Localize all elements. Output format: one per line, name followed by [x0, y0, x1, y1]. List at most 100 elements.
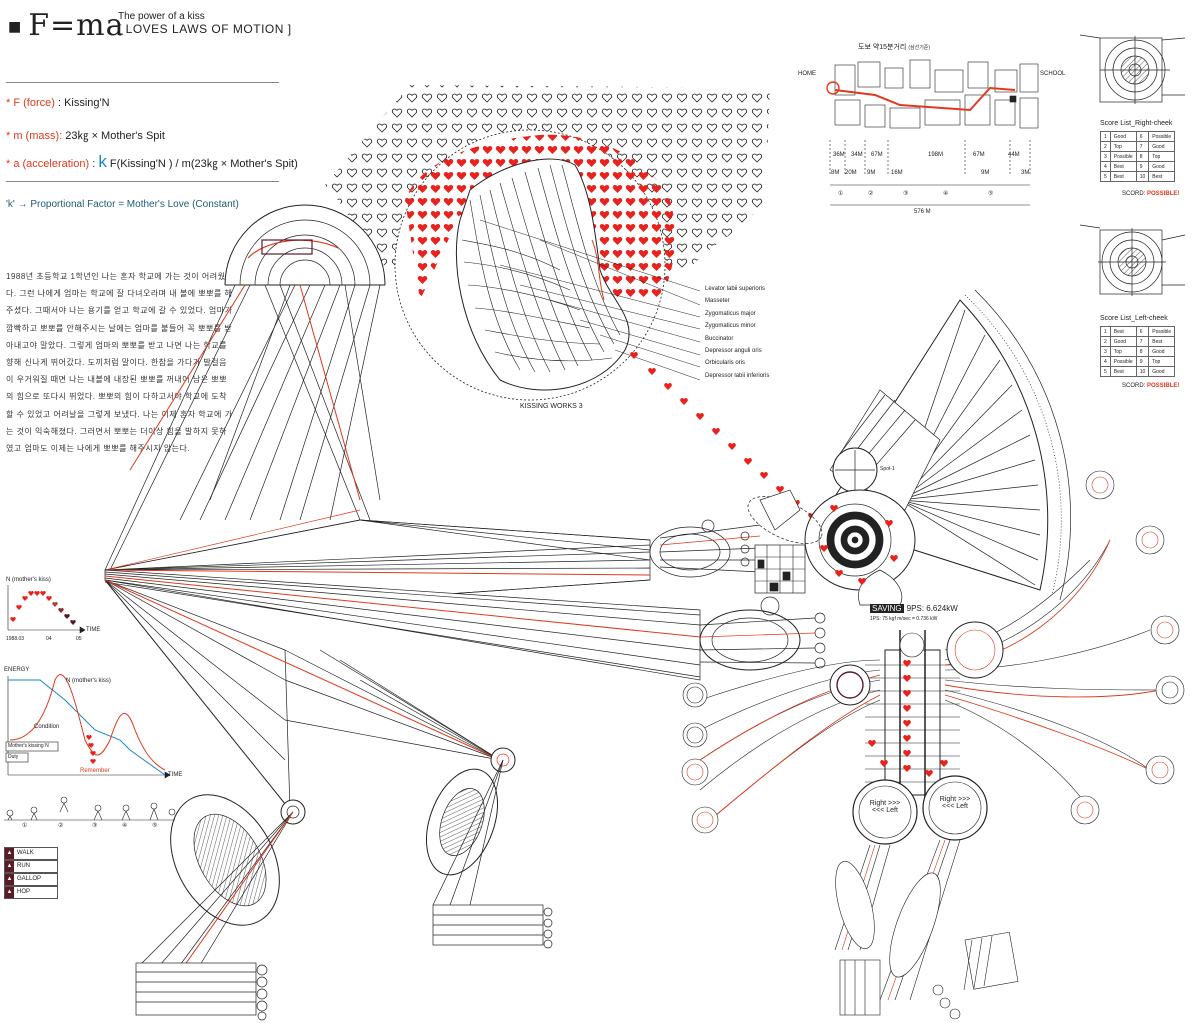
score-cell: 4	[1100, 356, 1111, 367]
caption-text: KISSING WORKS	[520, 403, 577, 410]
energy-series-1: N (mother's kiss)	[66, 678, 111, 684]
score-cell: Best	[1109, 161, 1137, 172]
gait-step: ⑤	[152, 823, 158, 829]
score-cell: 8	[1135, 151, 1150, 162]
muscle-label: Buccinator	[705, 335, 734, 342]
divider-top	[6, 82, 279, 83]
right-left-pad-1[interactable]: Right >>> <<< Left	[857, 800, 913, 814]
accel-k: k	[98, 152, 107, 171]
map-dim: 3M	[1021, 170, 1030, 176]
score-cell: 10	[1135, 171, 1150, 182]
legend-gallop: ▲GALLOP	[4, 873, 58, 886]
energy-legend-2: Duty	[8, 754, 19, 760]
score-cell: 5	[1100, 366, 1111, 377]
score-cell: Good	[1148, 346, 1176, 357]
formula-mass: * m (mass): 23㎏ × Mother's Spit	[6, 127, 165, 143]
muscle-label: Masseter	[705, 298, 730, 305]
score-cell: Top	[1109, 141, 1137, 152]
muscle-label: Zygomaticus major	[705, 310, 756, 317]
gait-step: ③	[92, 823, 98, 829]
gait-step: ②	[58, 823, 64, 829]
score-cell: Best	[1148, 336, 1176, 347]
map-dim: 67M	[871, 152, 883, 158]
score-cell: 9	[1135, 161, 1150, 172]
score-cell: 9	[1135, 356, 1150, 367]
score-cell: 2	[1100, 336, 1111, 347]
score-cell: Good	[1148, 366, 1176, 377]
kissing-works-caption: KISSING WORKS 3	[520, 403, 583, 410]
legend-run: ▲RUN	[4, 860, 58, 873]
map-dim: 20M	[845, 170, 857, 176]
muscle-label: Depressor labii inferioris	[705, 372, 770, 379]
map-section: ②	[868, 191, 874, 197]
score-cell: Best	[1109, 326, 1137, 337]
score-cell: 1	[1100, 326, 1111, 337]
subtitle-line-2: [ LOVES LAWS OF MOTION ]	[118, 22, 292, 36]
caption-num: 3	[578, 403, 583, 410]
muscle-label: Levator labii superioris	[705, 286, 766, 292]
kiss-chart	[7, 585, 86, 634]
target-mechanism	[747, 289, 1071, 606]
map-dim: 67M	[973, 152, 985, 158]
score-cell: Good	[1109, 336, 1137, 347]
gait-step: ①	[22, 823, 28, 829]
score-cell: 2	[1100, 141, 1111, 152]
pad-line-2: <<< Left	[942, 803, 968, 810]
gait-strip	[4, 796, 176, 821]
map-dim: 34M	[851, 152, 863, 158]
runner-figure	[104, 204, 826, 1021]
saving-tag: SAVING	[870, 604, 904, 613]
score-cell: 5	[1100, 171, 1111, 182]
page-title: ■F=ma	[8, 8, 125, 43]
story-text: 1988년 초등학교 1학년인 나는 혼자 학교에 가는 것이 어려웠다. 그런…	[6, 272, 233, 454]
muscle-labels: Levator labii superioris Masseter Zygoma…	[705, 286, 769, 385]
spot-label: Spot-1	[880, 466, 895, 472]
kiss-chart-tick: 1988.03	[6, 636, 25, 642]
score-cell: Possible	[1148, 131, 1176, 142]
muscle-label: Zygomaticus minor	[705, 323, 756, 330]
pad-line-1: Right >>>	[869, 800, 901, 807]
score-cell: Best	[1148, 171, 1176, 182]
score-cell: Possible	[1109, 356, 1137, 367]
score-right-result: SCORD: POSSIBLE!	[1122, 191, 1179, 197]
divider-mid	[6, 181, 279, 182]
map-dim: 9M	[981, 170, 990, 176]
force-value: : Kissing'N	[54, 97, 110, 109]
score-cell: Possible	[1148, 326, 1176, 337]
scord-label: SCORD:	[1122, 191, 1146, 197]
right-left-pad-2[interactable]: Right >>> <<< Left	[927, 796, 983, 810]
mass-value: 23㎏ × Mother's Spit	[62, 130, 165, 142]
formula-acceleration: * a (acceleration) : k F(Kissing'N ) / m…	[6, 152, 298, 172]
score-cell: Top	[1109, 346, 1137, 357]
score-cell: 7	[1135, 141, 1150, 152]
gait-step: ④	[122, 823, 128, 829]
hop-icon: ▲	[5, 887, 14, 898]
score-cell: 3	[1100, 346, 1111, 357]
route-map	[826, 54, 1041, 206]
force-label: * F (force)	[6, 97, 55, 109]
formula-force: * F (force) : Kissing'N	[6, 97, 110, 109]
score-cell: Possible	[1109, 151, 1137, 162]
accel-value: F(Kissing'N ) / m(23㎏ × Mother's Spit)	[106, 158, 298, 170]
score-cell: 10	[1135, 366, 1150, 377]
energy-legend-1: Mother's kissing N	[8, 743, 49, 749]
score-cell: Best	[1109, 366, 1137, 377]
score-cell: Best	[1109, 171, 1137, 182]
map-dim: 16M	[891, 170, 903, 176]
legend-hop: ▲HOP	[4, 886, 58, 899]
kiss-chart-hearts	[10, 591, 76, 625]
score-cell: Good	[1148, 161, 1176, 172]
title-text: F=ma	[28, 8, 125, 43]
energy-annotation: Remember	[80, 768, 110, 774]
